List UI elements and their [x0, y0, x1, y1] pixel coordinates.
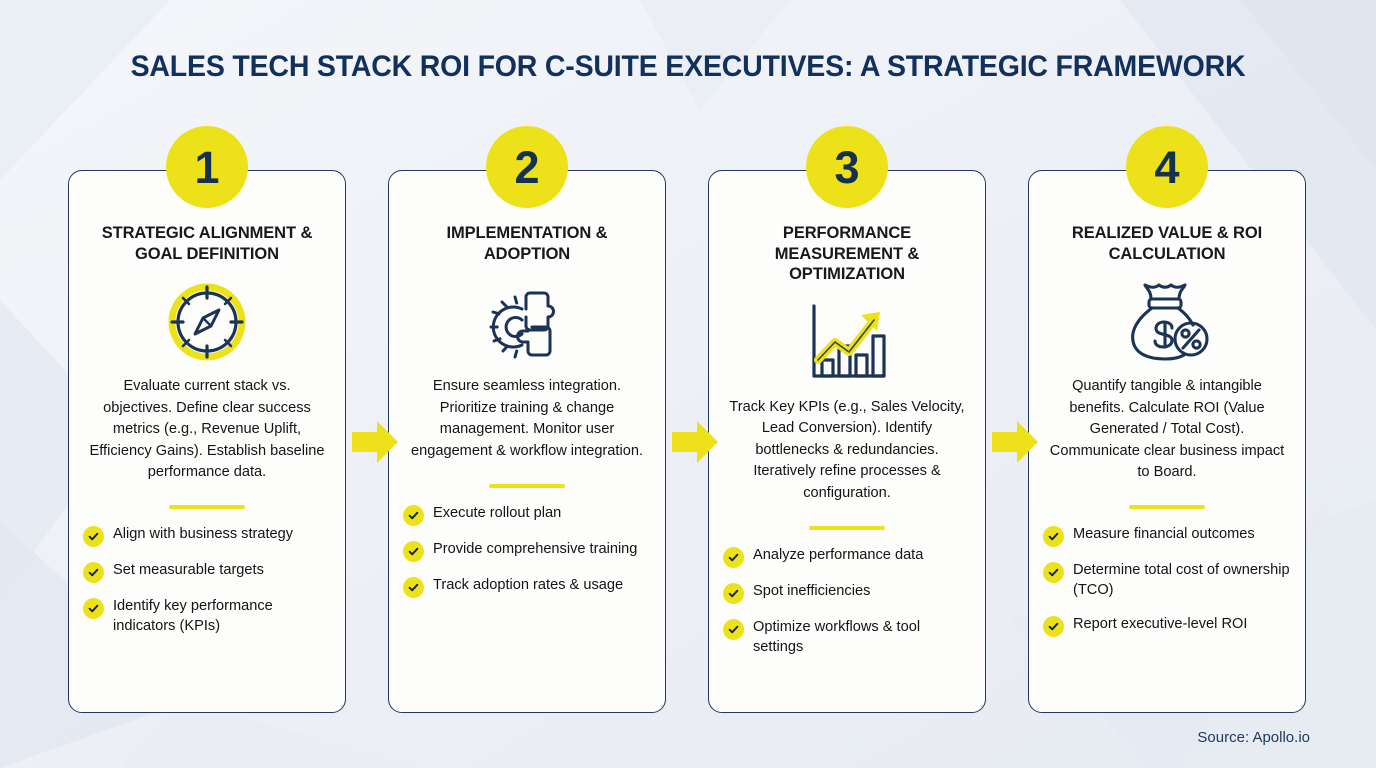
- list-item: Optimize workflows & tool settings: [723, 618, 971, 657]
- bullet-text: Analyze performance data: [753, 547, 924, 564]
- step-bullets-4: Measure financial outcomes Determine tot…: [1041, 525, 1293, 650]
- divider-4: [1129, 505, 1205, 510]
- divider-3: [809, 526, 885, 531]
- gear-puzzle-icon: [482, 268, 572, 376]
- growth-chart-icon: [804, 289, 890, 397]
- check-icon: [1043, 526, 1064, 548]
- step-description-2: Ensure seamless integration. Prioritize …: [410, 378, 643, 459]
- list-item: Analyze performance data: [723, 546, 971, 569]
- step-title-3: PERFORMANCE MEASUREMENT & OPTIMIZATION: [774, 224, 920, 284]
- list-item: Determine total cost of ownership (TCO): [1043, 561, 1291, 600]
- source-attribution: Source: Apollo.io: [1197, 729, 1310, 746]
- check-icon: [723, 583, 744, 605]
- list-item: Track adoption rates & usage: [403, 576, 651, 598]
- step-title-1: STRATEGIC ALIGNMENT & GOAL DEFINITION: [101, 224, 313, 263]
- steps-row: 1 STRATEGIC ALIGNMENT & GOAL DEFINITION: [0, 126, 1376, 715]
- step-card-1[interactable]: 1 STRATEGIC ALIGNMENT & GOAL DEFINITION: [68, 126, 346, 713]
- step-number-badge-3: 3: [806, 126, 888, 208]
- step-description-4: Quantify tangible & intangible benefits.…: [1049, 378, 1285, 480]
- arrow-step-3-to-4: [992, 421, 1038, 463]
- step-description-3: Track Key KPIs (e.g., Sales Velocity, Le…: [729, 398, 965, 501]
- step-card-4[interactable]: 4 REALIZED VALUE & ROI CALCULATION: [1028, 126, 1306, 713]
- bullet-text: Execute rollout plan: [433, 505, 562, 521]
- bullet-text: Track adoption rates & usage: [433, 577, 624, 593]
- check-icon: [723, 547, 744, 569]
- page-title: SALES TECH STACK ROI FOR C-SUITE EXECUTI…: [130, 50, 1246, 83]
- arrow-step-1-to-2: [352, 421, 398, 463]
- bullet-text: Determine total cost of ownership (TCO): [1073, 562, 1290, 599]
- check-icon: [403, 541, 424, 562]
- list-item: Execute rollout plan: [403, 504, 651, 526]
- divider-2: [489, 484, 565, 488]
- list-item: Report executive-level ROI: [1043, 615, 1291, 637]
- arrow-step-2-to-3: [672, 421, 718, 463]
- list-item: Provide comprehensive training: [403, 540, 651, 562]
- step-bullets-3: Analyze performance data Spot inefficien…: [721, 546, 973, 671]
- step-number-badge-4: 4: [1126, 126, 1208, 208]
- check-icon: [1043, 562, 1064, 584]
- check-icon: [83, 562, 104, 584]
- step-title-2: IMPLEMENTATION & ADOPTION: [446, 224, 608, 263]
- list-item: Identify key performance indicators (KPI…: [83, 597, 331, 636]
- list-item: Set measurable targets: [83, 561, 331, 584]
- bullet-text: Report executive-level ROI: [1073, 615, 1248, 632]
- list-item: Align with business strategy: [83, 525, 331, 548]
- divider-1: [169, 505, 245, 510]
- step-bullets-1: Align with business strategy Set measura…: [81, 525, 333, 650]
- bullet-text: Optimize workflows & tool settings: [753, 619, 921, 655]
- list-item: Measure financial outcomes: [1043, 525, 1291, 548]
- check-icon: [723, 619, 744, 641]
- step-description-1: Evaluate current stack vs. objectives. D…: [89, 378, 325, 480]
- bullet-text: Measure financial outcomes: [1073, 526, 1255, 543]
- compass-icon: [164, 268, 250, 376]
- check-icon: [83, 598, 104, 620]
- check-icon: [83, 526, 104, 548]
- money-bag-percent-icon: [1121, 268, 1213, 376]
- bullet-text: Align with business strategy: [113, 526, 294, 543]
- bullet-text: Identify key performance indicators (KPI…: [113, 598, 273, 635]
- step-number-badge-1: 1: [166, 126, 248, 208]
- step-card-3[interactable]: 3 PERFORMANCE MEASUREMENT & OPTIMIZATION: [708, 126, 986, 713]
- check-icon: [403, 577, 424, 598]
- list-item: Spot inefficiencies: [723, 582, 971, 605]
- step-title-4: REALIZED VALUE & ROI CALCULATION: [1071, 224, 1263, 263]
- step-card-2[interactable]: 2 IMPLEMENTATION & ADOPTION Ensure s: [388, 126, 666, 713]
- check-icon: [1043, 615, 1064, 637]
- bullet-text: Set measurable targets: [113, 562, 264, 579]
- check-icon: [403, 505, 424, 526]
- bullet-text: Spot inefficiencies: [753, 583, 871, 600]
- step-number-badge-2: 2: [486, 126, 568, 208]
- bullet-text: Provide comprehensive training: [433, 541, 638, 557]
- step-bullets-2: Execute rollout plan Provide comprehensi…: [401, 504, 653, 612]
